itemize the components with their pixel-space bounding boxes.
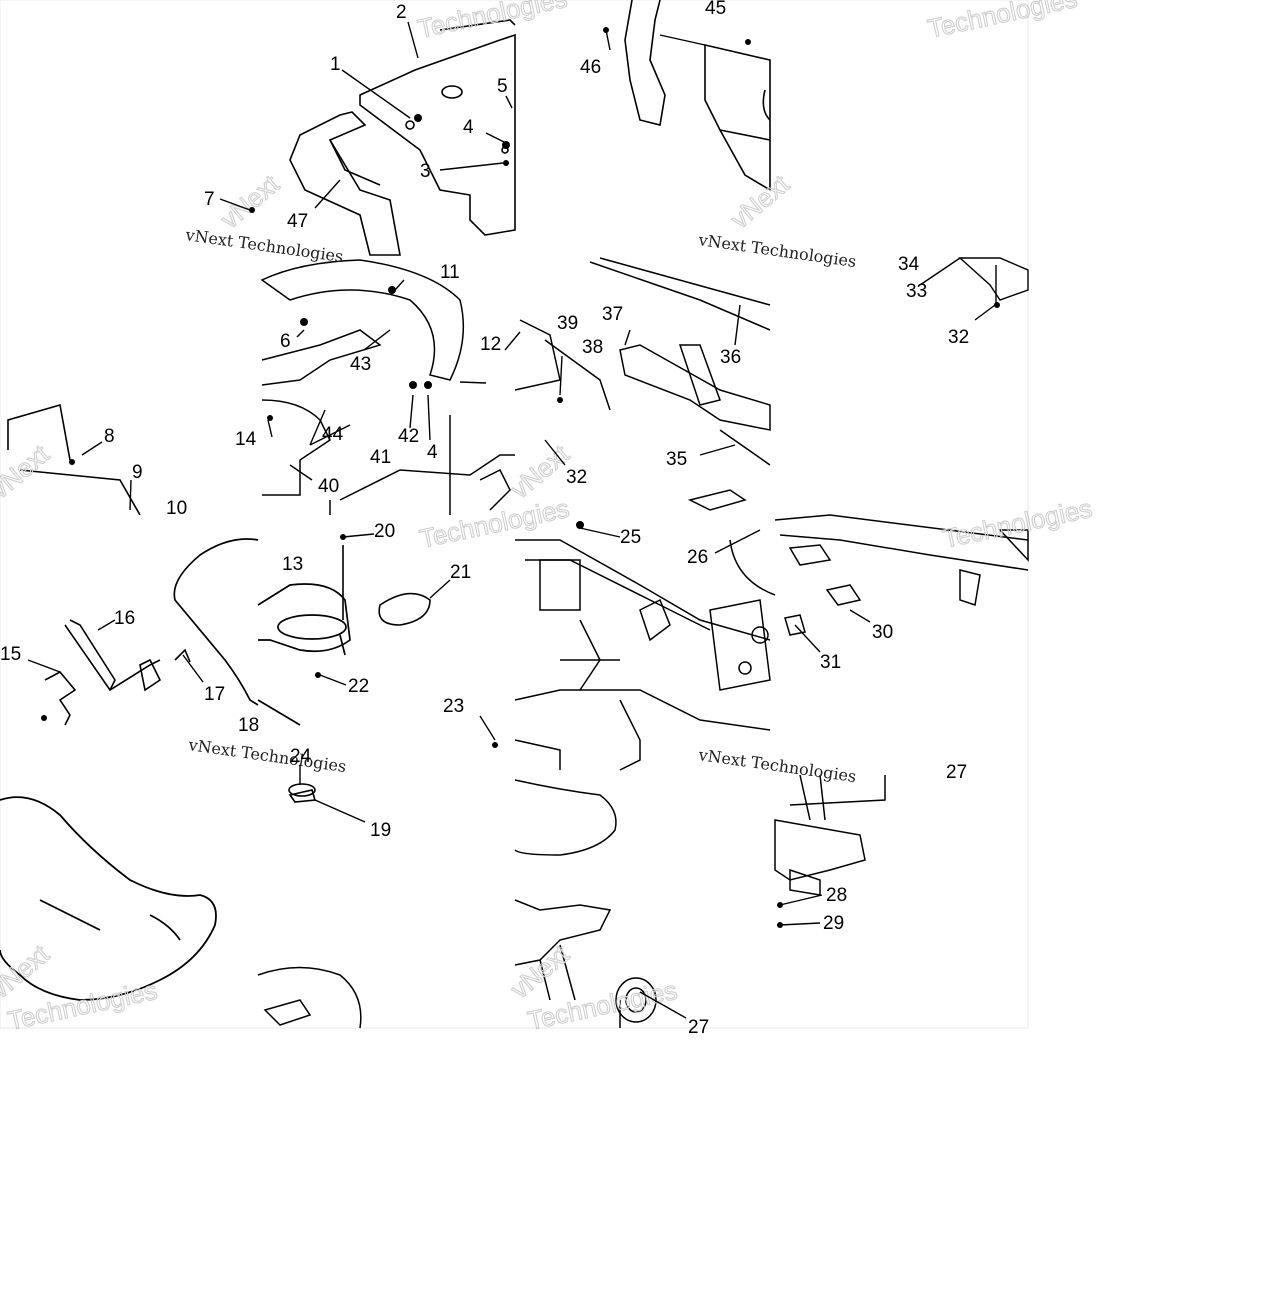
- part-label: 15: [0, 644, 21, 665]
- seat-cushion-drawing: [173, 538, 351, 726]
- part-label: 32: [948, 327, 969, 348]
- part-label: 13: [282, 554, 303, 575]
- part-label: 20: [374, 521, 395, 542]
- seat-bracket-drawing: [624, 0, 771, 192]
- footrest-drawing: [729, 514, 1029, 636]
- watermark-text: vNext Technologies: [183, 225, 344, 266]
- part-label: 43: [350, 354, 371, 375]
- seat-assembly-drawing: [0, 796, 217, 1001]
- watermark-text: Technologies: [417, 493, 572, 554]
- watermark-text: vNext Technologies: [696, 745, 857, 786]
- part-label: 8: [104, 426, 115, 447]
- part-label: 27: [688, 1017, 709, 1038]
- part-label: 7: [204, 189, 215, 210]
- part-label: 40: [318, 476, 339, 497]
- part-label: 44: [322, 424, 344, 445]
- hardware-dots: [41, 27, 1000, 928]
- part-label: 3: [420, 161, 431, 182]
- part-label: 36: [720, 347, 741, 368]
- footrest-pad-drawing: [257, 966, 362, 1029]
- part-label: 18: [238, 715, 259, 736]
- watermark-group: Technologies Technologies Technologies T…: [0, 0, 1095, 1036]
- rear-fender-drawing: [289, 19, 516, 256]
- part-label: 1: [330, 54, 341, 75]
- part-label: 29: [823, 913, 844, 934]
- seat-latch-drawing: [7, 403, 191, 726]
- part-label: 5: [497, 76, 508, 97]
- watermark-text: vNext Technologies: [186, 735, 347, 776]
- part-label: 16: [114, 608, 135, 629]
- part-label: 35: [666, 449, 687, 470]
- part-label: 4: [427, 442, 438, 463]
- part-label: 31: [820, 652, 841, 673]
- part-label: 23: [443, 696, 464, 717]
- part-label: 45: [705, 0, 726, 19]
- part-label: 37: [602, 304, 623, 325]
- tile-edges: [0, 0, 1029, 1029]
- part-label: 9: [132, 462, 143, 483]
- rear-bracket-drawing: [774, 774, 886, 896]
- part-label: 10: [166, 498, 187, 519]
- part-label: 39: [557, 313, 578, 334]
- part-label: 38: [582, 337, 603, 358]
- lower-frame-drawing: [514, 779, 657, 1028]
- watermark-text: vNext: [505, 938, 576, 1004]
- part-label: 6: [280, 331, 291, 352]
- part-label: 33: [906, 281, 927, 302]
- watermark-text: Technologies: [415, 0, 570, 44]
- part-label: 42: [398, 426, 419, 447]
- watermark-text: Technologies: [940, 493, 1095, 554]
- part-label: 26: [687, 547, 708, 568]
- part-label: 41: [370, 447, 391, 468]
- part-label: 22: [348, 676, 369, 697]
- part-label: 28: [826, 885, 847, 906]
- part-label: 25: [620, 527, 641, 548]
- bracket-fragment-drawing: [958, 257, 1029, 303]
- part-label: 11: [440, 262, 460, 283]
- part-label: 27: [946, 762, 967, 783]
- watermark-text: vNext: [0, 938, 55, 1004]
- part-label: 12: [480, 334, 501, 355]
- part-label: 24: [290, 746, 312, 767]
- part-label: 17: [204, 684, 225, 705]
- part-label: 14: [235, 429, 257, 450]
- leader-lines: [27, 21, 996, 1019]
- part-label: 34: [898, 254, 920, 275]
- watermark-text: vNext Technologies: [696, 230, 857, 271]
- part-label: 47: [287, 211, 308, 232]
- part-label: 2: [396, 2, 407, 23]
- part-label: 46: [580, 57, 601, 78]
- inner-fender-drawing: [260, 259, 515, 515]
- part-label: 19: [370, 820, 391, 841]
- watermark-text: vNext: [725, 168, 796, 234]
- part-label: 32: [566, 467, 587, 488]
- part-labels: 1 2 3 4 5 6 7 8 9 10 11 12 13 14 15 16 1…: [0, 0, 969, 1038]
- frame-rails-drawing: [514, 257, 771, 511]
- part-label: 21: [450, 562, 471, 583]
- part-label: 30: [872, 622, 893, 643]
- seat-pad-drawing: [288, 545, 431, 803]
- main-frame-drawing: [514, 539, 771, 771]
- watermark-text: Technologies: [925, 0, 1080, 44]
- part-label: 4: [463, 117, 474, 138]
